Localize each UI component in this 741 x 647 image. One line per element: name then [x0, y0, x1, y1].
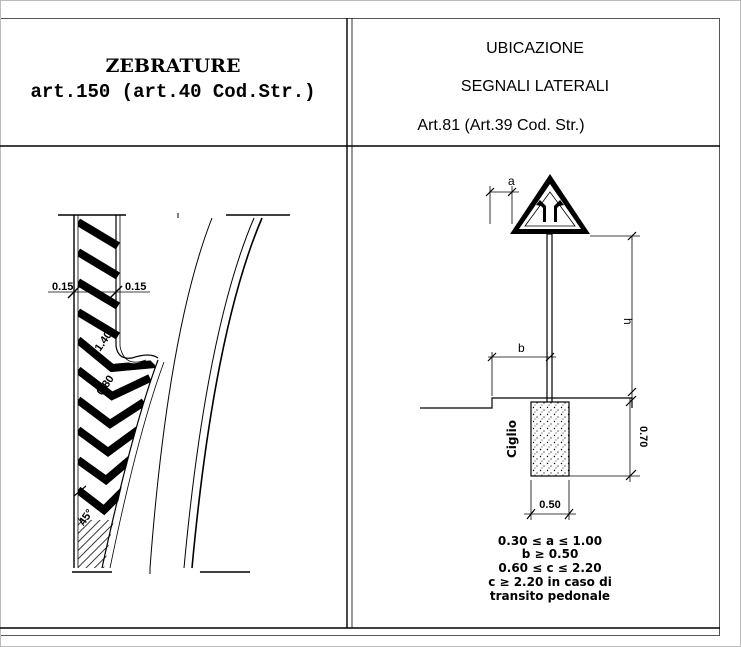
right-article: Art.81 (Art.39 Cod. Str.) [417, 117, 584, 134]
note-line-2: b ≥ 0.50 [522, 547, 579, 561]
left-subtitle: art.150 (art.40 Cod.Str.) [30, 81, 315, 103]
right-subtitle: SEGNALI LATERALI [461, 78, 609, 95]
dim-h-label: h [621, 318, 635, 325]
note-line-3: 0.60 ≤ c ≤ 2.20 [498, 561, 601, 575]
sign-placement-drawing [420, 174, 640, 520]
curb-label: Ciglio [505, 420, 519, 458]
dim-depth-label: 0.70 [637, 426, 649, 447]
foundation-block [530, 401, 570, 477]
dim-left-width: 0.15 [52, 281, 73, 293]
dim-right-width: 0.15 [125, 281, 146, 293]
dim-b-label: b [518, 341, 525, 355]
dim-foundation-label: 0.50 [539, 499, 560, 511]
dim-a-label: a [508, 174, 515, 188]
note-line-1: 0.30 ≤ a ≤ 1.00 [498, 534, 602, 548]
note-line-5: transito pedonale [490, 589, 610, 603]
left-title: ZEBRATURE [106, 55, 241, 77]
note-line-4: c ≥ 2.20 in caso di [488, 575, 612, 589]
narrowing-road-icon [536, 200, 564, 222]
right-title: UBICAZIONE [486, 40, 584, 57]
